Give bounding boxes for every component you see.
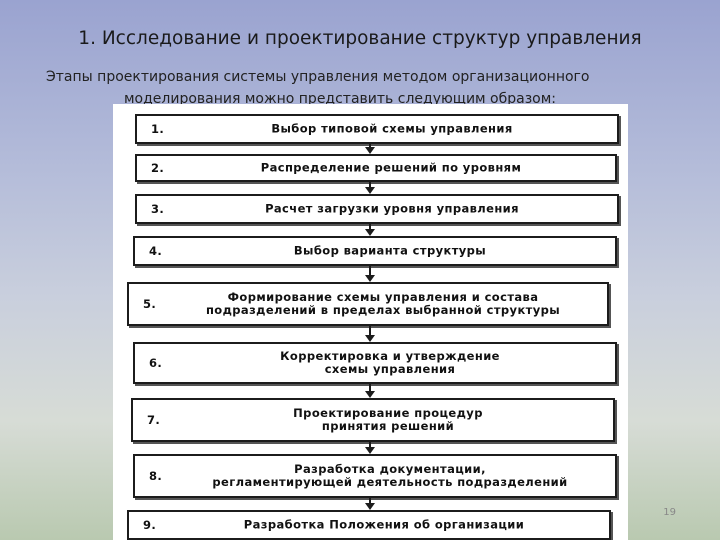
page-number: 19 — [663, 507, 676, 518]
arrow-7-8 — [365, 440, 375, 454]
step-6-text: Корректировка и утверждение схемы управл… — [280, 349, 500, 376]
arrow-8-9 — [365, 496, 375, 510]
step-6-box: 6. Корректировка и утверждение схемы упр… — [133, 342, 617, 384]
step-9-text: Разработка Положения об организации — [243, 517, 525, 532]
intro-line-1: Этапы проектирования системы управления … — [46, 69, 590, 85]
step-5-number: 5. — [143, 297, 157, 311]
arrow-2-3 — [365, 180, 375, 194]
step-1-box: 1. Выбор типовой схемы управления — [135, 114, 619, 144]
step-7-box: 7. Проектирование процедур принятия реше… — [131, 398, 615, 442]
step-3-number: 3. — [151, 202, 165, 216]
flowchart-panel: 1. Выбор типовой схемы управления 2. Рас… — [113, 104, 628, 540]
step-9-box: 9. Разработка Положения об организации — [127, 510, 611, 540]
intro-line-2: моделирования можно представить следующи… — [124, 91, 557, 107]
step-3-box: 3. Расчет загрузки уровня управления — [135, 194, 619, 224]
step-1-number: 1. — [151, 122, 165, 136]
arrow-6-7 — [365, 382, 375, 398]
step-6-number: 6. — [149, 356, 163, 370]
step-9-number: 9. — [143, 518, 157, 532]
arrow-4-5 — [365, 264, 375, 282]
step-2-text: Распределение решений по уровням — [260, 160, 522, 175]
step-4-text: Выбор варианта структуры — [293, 243, 487, 258]
step-4-box: 4. Выбор варианта структуры — [133, 236, 617, 266]
step-8-box: 8. Разработка документации, регламентиру… — [133, 454, 617, 498]
step-2-number: 2. — [151, 161, 165, 175]
arrow-1-2 — [365, 142, 375, 154]
step-8-text: Разработка документации, регламентирующе… — [212, 462, 568, 489]
step-2-box: 2. Распределение решений по уровням — [135, 154, 617, 182]
step-1-text: Выбор типовой схемы управления — [271, 121, 513, 136]
arrow-5-6 — [365, 324, 375, 342]
arrow-3-4 — [365, 222, 375, 236]
intro-text: Этапы проектирования системы управления … — [46, 66, 686, 110]
step-4-number: 4. — [149, 244, 163, 258]
step-5-text: Формирование схемы управления и состава … — [205, 290, 561, 317]
step-5-box: 5. Формирование схемы управления и соста… — [127, 282, 609, 326]
step-8-number: 8. — [149, 469, 163, 483]
step-7-number: 7. — [147, 413, 161, 427]
step-7-text: Проектирование процедур принятия решений — [293, 406, 483, 433]
slide-title: 1. Исследование и проектирование структу… — [78, 28, 642, 49]
step-3-text: Расчет загрузки уровня управления — [265, 201, 519, 216]
